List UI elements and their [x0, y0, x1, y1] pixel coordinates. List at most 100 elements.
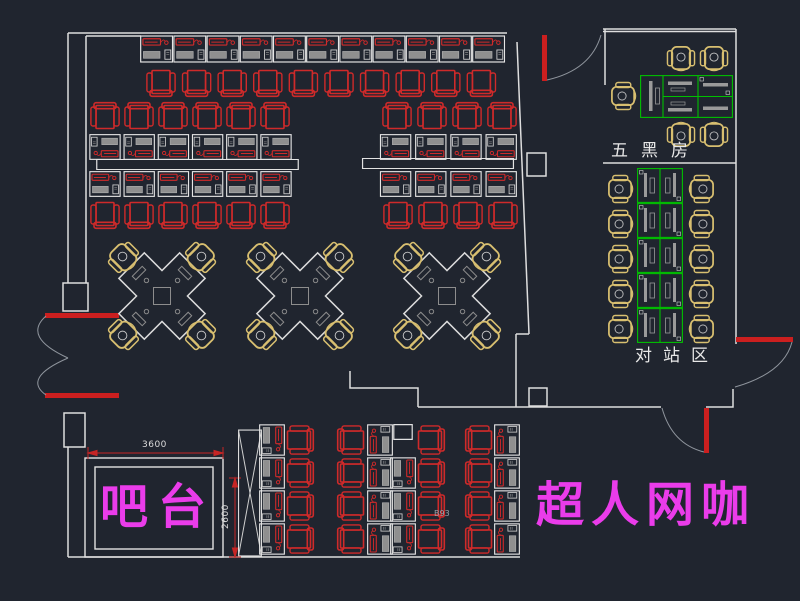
left-desk-row-lower	[157, 171, 190, 197]
right-chair-row-upper	[417, 101, 447, 130]
dim-width-label: 3600	[142, 440, 167, 450]
bottom-desk-col-4	[494, 490, 520, 522]
right-desk-row-lower	[379, 171, 412, 197]
duizhan-chair-right	[688, 279, 714, 309]
dim-arrow	[86, 449, 98, 457]
left-desk-row-upper	[157, 134, 190, 160]
duizhan-desk-row	[637, 203, 683, 238]
wuhei-desk-block	[640, 75, 733, 118]
dim-arrow	[231, 476, 239, 488]
right-chair-row-upper	[452, 101, 482, 130]
right-desk-divider	[363, 158, 514, 168]
shelf-xbrace	[238, 429, 262, 557]
dim-arrow	[213, 449, 225, 457]
right-desk-row-upper	[379, 134, 412, 160]
top-door-leaf	[542, 35, 547, 81]
gaming-cluster	[239, 235, 361, 357]
right-desk-row-upper	[485, 134, 517, 160]
wall-right-section	[603, 28, 737, 344]
right-chair-row-upper	[487, 101, 517, 130]
dim-depth-label: 2600	[221, 504, 231, 529]
bar-counter-inner	[94, 466, 214, 550]
wuhei-chair-bottom	[699, 121, 729, 147]
battle-zone-label: 对站区	[635, 346, 719, 366]
right-desk-row-lower	[485, 171, 517, 197]
bottom-desk-col-2	[367, 424, 393, 456]
bottom-chair-col-3	[417, 524, 446, 554]
duizhan-chair-left	[608, 209, 634, 239]
top-desk-row	[372, 35, 406, 63]
bottom-desk-col-1	[259, 457, 285, 489]
duizhan-chair-right	[688, 174, 714, 204]
left-desk-row-lower	[260, 171, 292, 197]
bottom-door-leaf	[704, 408, 709, 453]
top-desk-row	[239, 35, 273, 63]
left-chair-row-lower	[260, 201, 290, 230]
bottom-desk-col-4	[494, 457, 520, 489]
left-chair-row-lower	[158, 201, 188, 230]
left-desk-row-upper	[191, 134, 224, 160]
duizhan-chair-left	[608, 244, 634, 274]
wall-column	[63, 412, 86, 448]
left-desk-row-lower	[123, 171, 155, 197]
bottom-chair-col-4	[464, 425, 493, 455]
top-desk-row	[438, 35, 472, 63]
bar-label: 吧台	[100, 479, 217, 535]
bottom-desk-col-4	[494, 424, 520, 456]
left-desk-row-lower	[226, 171, 258, 197]
top-chair-row	[395, 69, 426, 98]
top-chair-row	[430, 69, 461, 98]
right-chair-row-lower	[488, 201, 518, 230]
right-desk-row-upper	[415, 134, 447, 160]
top-desk-row	[173, 35, 207, 63]
bottom-chair-col-4	[464, 491, 493, 521]
right-chair-row-lower	[418, 201, 448, 230]
right-door-leaf	[736, 337, 793, 342]
bottom-desk-col-2	[367, 490, 393, 522]
top-desk-row	[140, 35, 174, 63]
bottom-chair-col-2	[336, 425, 365, 455]
bottom-desk-col-1	[259, 523, 285, 555]
bottom-desk-col-3	[390, 457, 416, 489]
bottom-chair-col-2	[336, 524, 365, 554]
top-chair-row	[181, 69, 212, 98]
seat-code-label: B93	[434, 509, 450, 518]
duizhan-chair-right	[688, 244, 714, 274]
top-chair-row	[288, 69, 319, 98]
bottom-desk-col-2	[367, 457, 393, 489]
duizhan-desk-row	[637, 273, 683, 308]
left-chair-row-upper	[226, 101, 256, 130]
right-desk-row-lower	[450, 171, 482, 197]
right-desk-row-upper	[450, 134, 482, 160]
left-chair-row-lower	[124, 201, 154, 230]
bottom-chair-col-3	[417, 458, 446, 488]
bottom-chair-col-1	[286, 458, 315, 488]
duizhan-chair-right	[688, 314, 714, 344]
wall-column	[62, 282, 89, 312]
left-chair-row-upper	[124, 101, 154, 130]
printer-box	[393, 424, 413, 440]
left-desk-row-upper	[123, 134, 155, 160]
bottom-chair-col-1	[286, 524, 315, 554]
entry-door-leaf	[45, 313, 119, 318]
bottom-chair-col-4	[464, 524, 493, 554]
wuhei-chair-top	[699, 46, 729, 72]
duizhan-desk-row	[637, 238, 683, 273]
wall-column	[526, 152, 547, 177]
left-desk-row-lower	[191, 171, 224, 197]
gaming-cluster	[101, 235, 223, 357]
top-chair-row	[324, 69, 354, 98]
left-chair-row-upper	[90, 101, 120, 130]
door-swing-arcs	[37, 34, 793, 453]
top-chair-row	[359, 69, 390, 98]
dim-arrow	[231, 547, 239, 559]
top-chair-row	[252, 69, 283, 98]
bottom-desk-col-2	[367, 523, 393, 555]
five-black-room-label: 五黑房	[611, 141, 701, 161]
duizhan-chair-right	[688, 209, 714, 239]
left-chair-row-upper	[260, 101, 290, 130]
wuhei-chair-left	[611, 81, 637, 111]
right-desk-row-lower	[415, 171, 447, 197]
left-chair-row-lower	[90, 201, 120, 230]
